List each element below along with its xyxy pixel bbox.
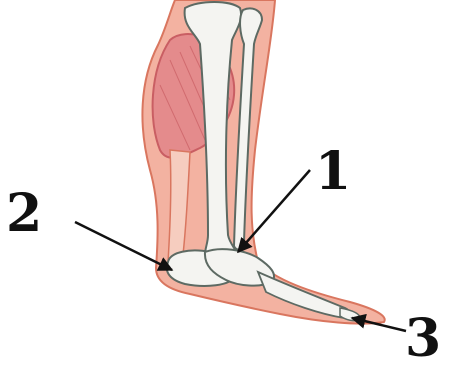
label-2: 2: [6, 188, 42, 240]
label-3: 3: [405, 313, 441, 365]
label-1: 1: [315, 146, 351, 198]
